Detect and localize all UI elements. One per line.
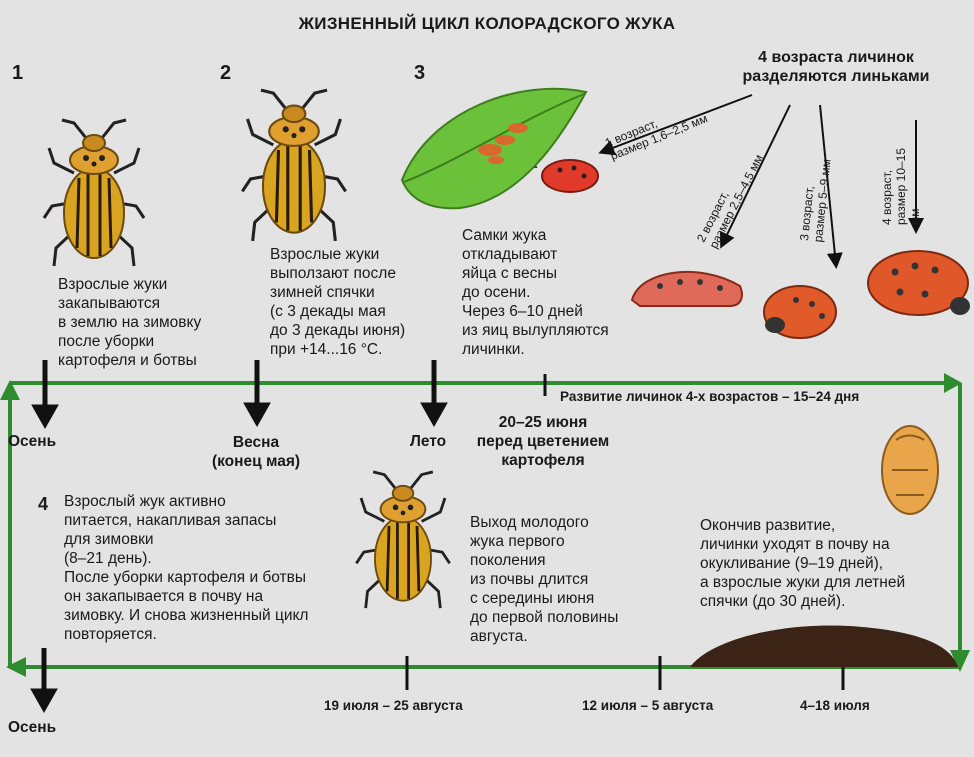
larvae-development-label: Развитие личинок 4-х возрастов – 15–24 д… <box>560 389 860 404</box>
adult-beetle-icon <box>42 118 146 268</box>
larva-instar-1-icon <box>541 159 599 193</box>
stage-2-text: Взрослые жуки выползают после зимней спя… <box>270 246 406 358</box>
timeline-autumn-end-label: Осень <box>8 719 57 736</box>
date-range-2: 12 июля – 5 августа <box>582 698 714 713</box>
stage-3-number: 3 <box>414 62 426 84</box>
potato-leaf-with-eggs-icon <box>400 87 588 210</box>
larva-instar-4-icon <box>867 250 970 316</box>
pupa-icon <box>881 425 939 515</box>
stage-3-text: Самки жука откладывают яйца с весны до о… <box>462 227 609 358</box>
stage-1-text: Взрослые жуки закапываются в землю на зи… <box>58 276 202 369</box>
stage-2-number: 2 <box>220 62 232 84</box>
timeline-spring-label: Весна (конец мая) <box>211 434 301 470</box>
larva-instar-3-icon <box>763 285 837 339</box>
adult-beetle-icon <box>240 88 348 243</box>
stage-4-number: 4 <box>38 494 49 514</box>
instar-4-label: 4 возраст, размер 10–15 мм <box>880 147 922 225</box>
timeline-summer-label: Лето <box>410 433 447 450</box>
stage-arrows <box>30 360 448 714</box>
soil-mound-icon <box>690 625 958 667</box>
adult-beetle-icon <box>355 470 451 610</box>
stage-4-text: Взрослый жук активно питается, накаплива… <box>64 493 309 643</box>
larva-instar-2-icon <box>630 270 743 307</box>
date-range-3: 4–18 июля <box>800 698 870 713</box>
emergence-text: Выход молодого жука первого поколения из… <box>470 514 619 645</box>
date-range-1: 19 июля – 25 августа <box>324 698 463 713</box>
timeline-june-label: 20–25 июня перед цветением картофеля <box>476 414 610 469</box>
stage-1-number: 1 <box>12 62 24 84</box>
timeline-autumn-label: Осень <box>8 433 57 450</box>
larvae-header: 4 возраста личинок разделяются линьками <box>742 49 930 85</box>
diagram-title: ЖИЗНЕННЫЙ ЦИКЛ КОЛОРАДСКОГО ЖУКА <box>298 14 676 33</box>
timeline-arrowheads <box>0 373 970 677</box>
pupation-text: Окончив развитие, личинки уходят в почву… <box>700 517 906 610</box>
